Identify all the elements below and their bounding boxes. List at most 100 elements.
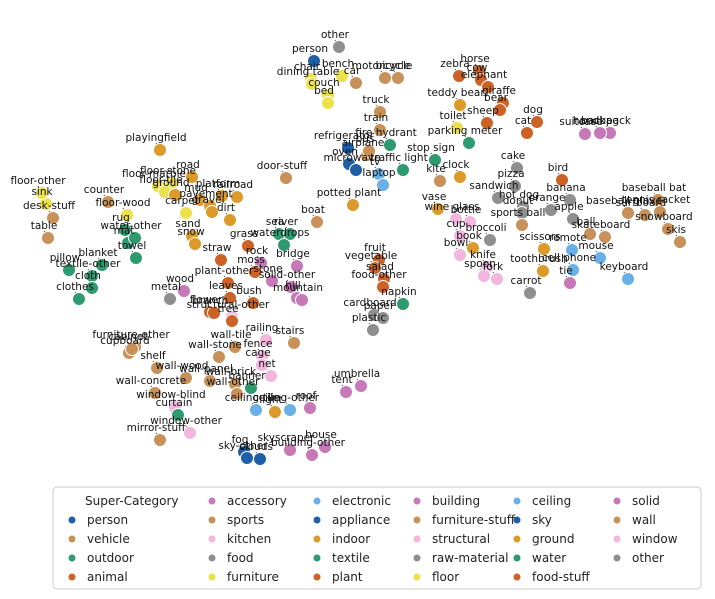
label-playingfield: playingfield xyxy=(125,132,186,144)
label-banana: banana xyxy=(546,182,585,194)
label-clouds: clouds xyxy=(239,441,273,453)
point-building-other xyxy=(305,448,319,462)
legend-marker-structural xyxy=(413,535,421,543)
legend-marker-wall xyxy=(613,516,621,524)
point-bench xyxy=(335,69,349,83)
label-clothes: clothes xyxy=(56,281,94,293)
label-book: book xyxy=(456,230,483,242)
label-snow: snow xyxy=(177,226,205,238)
label-toothbrush: toothbrush xyxy=(510,253,568,265)
label-fire-hydrant: fire hydrant xyxy=(355,127,417,139)
label-sports-ball: sports ball xyxy=(491,207,546,219)
label-bench: bench xyxy=(322,58,354,70)
legend-label-window: window xyxy=(632,532,678,546)
label-branch: branch xyxy=(192,295,229,307)
legend-marker-sports xyxy=(208,516,216,524)
label-food-other: food-other xyxy=(351,269,407,281)
point-cabinet xyxy=(125,342,139,356)
point-remote xyxy=(565,243,579,257)
point-counter xyxy=(101,195,115,209)
point-ball xyxy=(583,227,597,241)
label-mud: mud xyxy=(184,182,208,194)
legend-items: personvehicleoutdooranimalaccessorysport… xyxy=(68,494,678,584)
label-skateboard: skateboard xyxy=(572,219,631,231)
point-cat xyxy=(520,126,534,140)
point-mirror-stuff xyxy=(153,433,167,447)
label-broccoli: broccoli xyxy=(466,222,507,234)
label-fruit: fruit xyxy=(364,242,386,254)
point-pizza xyxy=(508,179,522,193)
legend-label-food: food xyxy=(227,551,254,565)
label-mouse: mouse xyxy=(578,240,613,252)
label-wall-other: wall-other xyxy=(207,376,260,388)
label-railroad: railroad xyxy=(213,179,253,191)
label-teddy-bear: teddy bear xyxy=(427,87,485,99)
point-river xyxy=(283,227,297,241)
legend-label-appliance: appliance xyxy=(332,513,390,527)
label-floor-stone: floor-stone xyxy=(140,165,196,177)
label-horse: horse xyxy=(460,53,489,65)
point-bottle xyxy=(463,215,477,229)
point-banana xyxy=(563,193,577,207)
legend-marker-indoor xyxy=(313,535,321,543)
label-stop-sign: stop sign xyxy=(407,142,455,154)
label-orange: orange xyxy=(529,192,566,204)
label-gravel: gravel xyxy=(191,194,224,206)
label-floor-marble: floor-marble xyxy=(122,168,186,180)
label-house: house xyxy=(305,429,337,441)
point-carrot xyxy=(523,286,537,300)
point-bicycle xyxy=(391,71,405,85)
legend-label-other: other xyxy=(632,551,664,565)
legend-marker-building xyxy=(413,497,421,505)
point-bridge xyxy=(290,259,304,273)
label-fork: fork xyxy=(483,261,504,273)
point-cake xyxy=(510,161,524,175)
point-tent xyxy=(339,385,353,399)
legend: Super-Category personvehicleoutdooranima… xyxy=(52,486,702,590)
label-dog: dog xyxy=(523,104,543,116)
label-bird: bird xyxy=(548,162,568,174)
label-remote: remote xyxy=(549,232,587,244)
label-door-stuff: door-stuff xyxy=(257,160,308,172)
legend-label-structural: structural xyxy=(432,532,490,546)
point-parking-meter xyxy=(462,136,476,150)
label-tennis-racket: tennis racket xyxy=(622,194,690,206)
point-toilet xyxy=(450,121,464,135)
label-parking-meter: parking meter xyxy=(428,125,503,137)
legend-label-building: building xyxy=(432,494,480,508)
point-paper xyxy=(376,311,390,325)
legend-label-solid: solid xyxy=(632,494,660,508)
legend-marker-appliance xyxy=(313,516,321,524)
label-structural-other: structural-other xyxy=(187,299,270,311)
point-person xyxy=(307,54,321,68)
label-wall-wood: wall-wood xyxy=(156,360,209,372)
label-sky-other: sky-other xyxy=(218,440,268,452)
point-mouse xyxy=(593,251,607,265)
label-zebra: zebra xyxy=(440,58,469,70)
label-building-other: building-other xyxy=(271,437,346,449)
label-water-other: water-other xyxy=(100,220,162,232)
legend-title: Super-Category xyxy=(85,494,179,508)
label-towel: towel xyxy=(118,240,147,252)
label-straw: straw xyxy=(203,242,232,254)
legend-marker-floor xyxy=(413,573,421,581)
label-leaves: leaves xyxy=(209,280,243,292)
point-wall-wood xyxy=(179,371,193,385)
label-paper: paper xyxy=(364,300,395,312)
legend-label-person: person xyxy=(87,513,128,527)
legend-label-outdoor: outdoor xyxy=(87,551,134,565)
legend-label-floor: floor xyxy=(432,570,459,584)
label-giraffe: giraffe xyxy=(482,85,516,97)
label-tent: tent xyxy=(331,374,352,386)
point-plastic xyxy=(366,323,380,337)
point-shelf xyxy=(150,361,164,375)
label-train: train xyxy=(364,112,388,124)
point-tree xyxy=(225,314,239,328)
label-baseball-bat: baseball bat xyxy=(622,182,687,194)
label-counter: counter xyxy=(84,184,125,196)
label-salad: salad xyxy=(366,261,394,273)
label-keyboard: keyboard xyxy=(600,261,649,273)
point-kite xyxy=(433,174,447,188)
legend-marker-animal xyxy=(68,573,76,581)
point-potted-plant xyxy=(346,198,360,212)
